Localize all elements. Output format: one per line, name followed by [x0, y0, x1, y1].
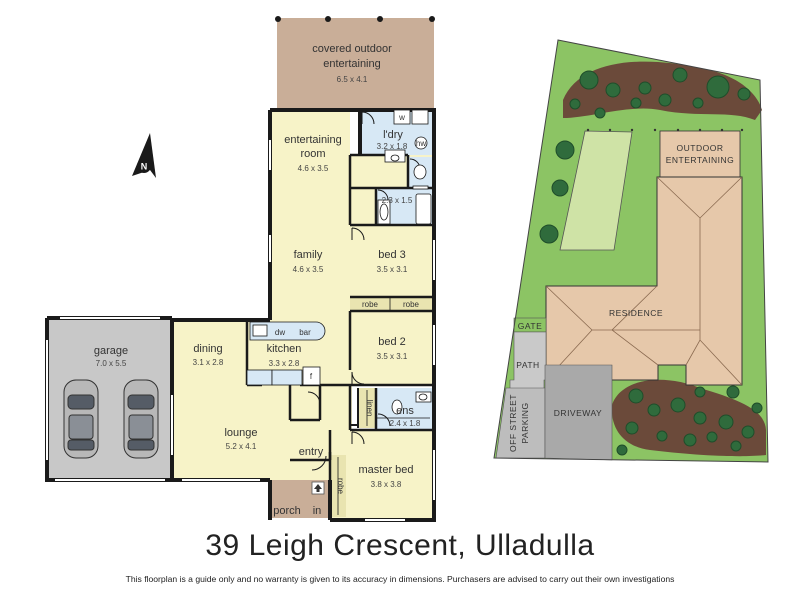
bar-label: bar [299, 328, 311, 337]
north-compass-icon: N [132, 133, 156, 178]
lot-boundary [493, 39, 769, 463]
car-right [123, 379, 159, 459]
ensuite-fixtures [376, 391, 432, 419]
porch-label: porch [273, 505, 301, 517]
rear-garden-bed [563, 61, 762, 120]
parking-label-line2: PARKING [520, 402, 530, 443]
dining-label: dining [193, 343, 222, 355]
bed3-label: bed 3 [378, 249, 406, 261]
site-outdoor-label-line1: OUTDOOR [677, 143, 724, 153]
garage-label: garage [94, 345, 128, 357]
roof-hip-lines [545, 176, 743, 386]
disclaimer-text: This floorplan is a guide only and no wa… [125, 574, 675, 584]
family-floor [270, 225, 350, 325]
family-dims: 4.6 x 3.5 [293, 265, 324, 274]
laundry-dims: 3.2 x 1.8 [377, 142, 408, 151]
robe-rails [337, 297, 391, 515]
robes-floor [350, 297, 433, 311]
dishwasher-label: dw [275, 328, 285, 337]
bathroom-fixtures [377, 164, 432, 225]
driveway-label: DRIVEWAY [554, 408, 602, 418]
dining-floor [172, 320, 247, 380]
robe-label-a: robe [362, 300, 379, 309]
fence-posts [586, 128, 744, 132]
laundry-fixtures [384, 109, 429, 163]
property-address-title: 39 Leigh Crescent, Ulladulla [205, 529, 595, 562]
garage-dims: 7.0 x 5.5 [96, 359, 127, 368]
compass-label: N [141, 162, 148, 172]
entry-arrow-icon [311, 481, 325, 495]
house-floor-plan: covered outdoor entertaining 6.5 x 4.1 l… [45, 16, 436, 522]
parking-label-line1: OFF STREET [508, 394, 518, 452]
ensuite-dims: 2.4 x 1.8 [390, 419, 421, 428]
entertaining-room-label-line1: entertaining [284, 134, 342, 146]
linen-label: linen [365, 400, 374, 417]
water-heater-label: hw [416, 139, 426, 148]
family-label: family [294, 249, 323, 261]
shrubs [539, 67, 763, 456]
bed2-floor [350, 311, 433, 385]
master-robe-label: robe [336, 478, 345, 495]
bed3-floor [350, 225, 433, 297]
windows [46, 140, 435, 521]
in-label: in [313, 505, 322, 517]
bed2-label: bed 2 [378, 336, 406, 348]
kitchen-fixtures [246, 321, 326, 386]
rear-lawn-court [559, 130, 633, 251]
kitchen-label: kitchen [267, 343, 302, 355]
outdoor-posts [275, 16, 435, 22]
lounge-label: lounge [224, 427, 257, 439]
dining-dims: 3.1 x 2.8 [193, 358, 224, 367]
washer-label: w [398, 113, 405, 122]
bed2-dims: 3.5 x 3.1 [377, 352, 408, 361]
laundry-label: l'dry [383, 129, 403, 141]
fridge-label: f [310, 372, 313, 381]
garage-cars [63, 379, 159, 459]
residence-label: RESIDENCE [609, 308, 663, 318]
master-bed-dims: 3.8 x 3.8 [371, 480, 402, 489]
front-garden-bed [611, 379, 766, 457]
robe-label-b: robe [403, 300, 420, 309]
entry-label: entry [299, 446, 324, 458]
covered-outdoor-label-line2: entertaining [323, 58, 381, 70]
covered-outdoor-dims: 6.5 x 4.1 [337, 75, 368, 84]
room-labels: covered outdoor entertaining 6.5 x 4.1 l… [94, 43, 426, 517]
gate-label: GATE [518, 321, 543, 331]
master-bed-label: master bed [358, 464, 413, 476]
kitchen-dims: 3.3 x 2.8 [269, 359, 300, 368]
entertaining-room-dims: 4.6 x 3.5 [298, 164, 329, 173]
doors [307, 111, 421, 471]
master-floor [330, 430, 433, 518]
bathroom-dims: 2.3 x 1.5 [382, 196, 413, 205]
covered-outdoor-area [277, 18, 434, 110]
bed3-dims: 3.5 x 3.1 [377, 265, 408, 274]
site-outdoor-entertaining [659, 130, 741, 178]
lounge-dims: 5.2 x 4.1 [226, 442, 257, 451]
ensuite-label: ens [396, 405, 414, 417]
entertaining-room-floor [270, 110, 350, 230]
car-left [63, 379, 99, 459]
covered-outdoor-label-line1: covered outdoor [312, 43, 392, 55]
path-label: PATH [516, 360, 539, 370]
entertaining-room-label-line2: room [300, 148, 325, 160]
site-outdoor-label-line2: ENTERTAINING [666, 155, 735, 165]
site-plan: OUTDOOR ENTERTAINING RESIDENCE GATE PATH… [493, 39, 769, 463]
